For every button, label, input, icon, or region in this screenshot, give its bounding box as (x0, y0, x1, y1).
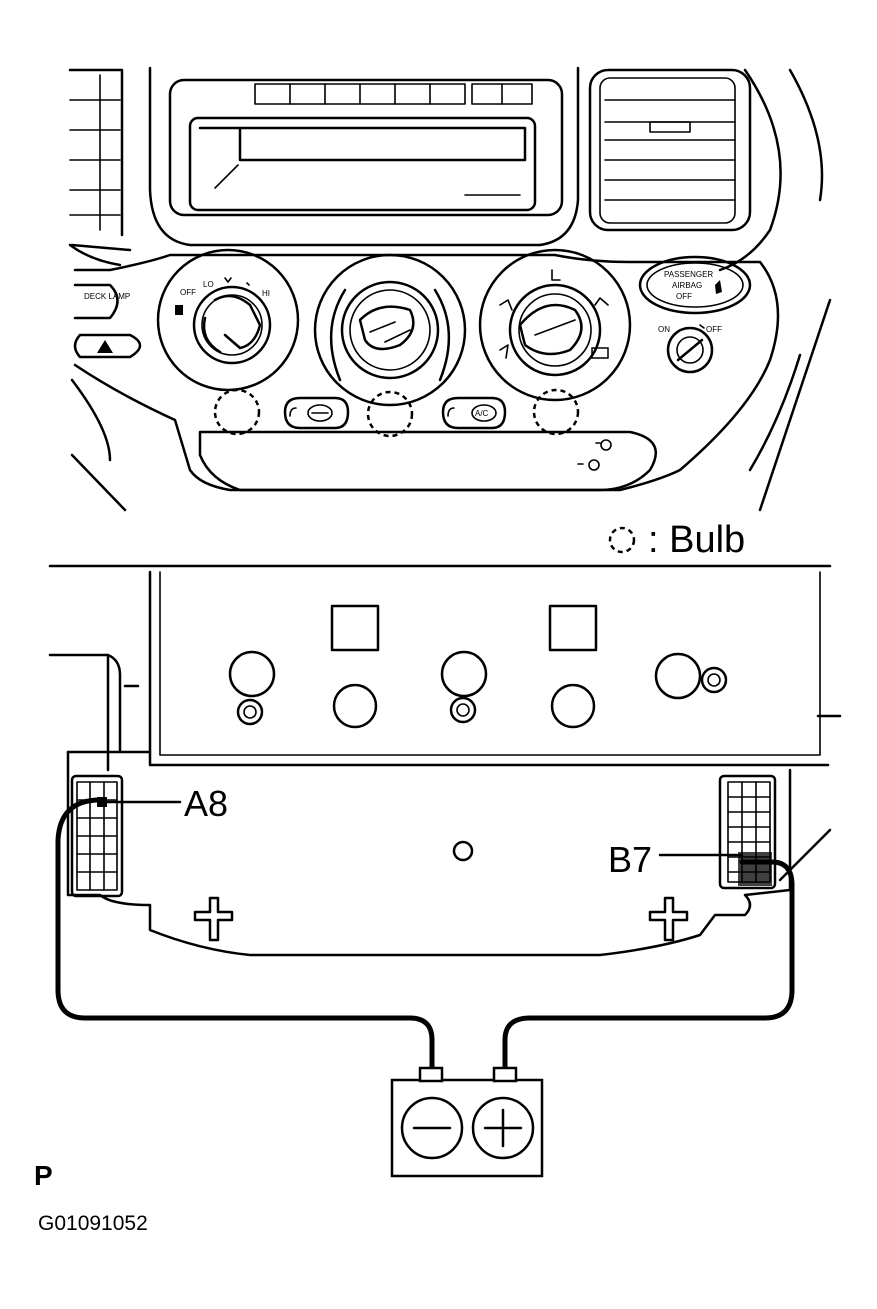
panel-hole-3 (440, 650, 488, 698)
hazard-button[interactable] (73, 333, 142, 359)
storage-tray (198, 430, 657, 492)
plus-icon (471, 1096, 535, 1160)
panel-hole-2 (332, 683, 378, 729)
hazard-triangle-icon (97, 340, 113, 353)
audio-unit (148, 66, 580, 247)
right-air-vent (588, 68, 752, 232)
connector-b7 (718, 774, 777, 890)
battery-positive-terminal (492, 1066, 518, 1083)
preset-buttons (254, 83, 533, 105)
board-hole (452, 840, 474, 862)
minus-icon (400, 1096, 464, 1160)
bulb-location-2 (366, 390, 414, 438)
deck-lamp-label: DECK LAMP (84, 292, 130, 301)
airbag-line1: PASSENGER (664, 270, 713, 279)
panel-square-cutout-2 (548, 604, 598, 652)
dashboard-view: DECK LAMP OFF LO HI (68, 66, 832, 512)
fan-speed-knob[interactable]: OFF LO HI (156, 248, 300, 392)
fan-off-marker-icon (175, 305, 183, 315)
recirculation-button[interactable] (283, 396, 350, 430)
connector-a8 (70, 774, 124, 898)
panel-hole-1 (228, 650, 276, 698)
ac-button[interactable]: A/C (441, 396, 507, 430)
bulb-location-3 (532, 388, 580, 436)
panel-screw-3 (700, 666, 728, 694)
temperature-knob[interactable] (313, 253, 467, 407)
defrost-icon (591, 347, 609, 359)
bulb-legend: : Bulb (608, 519, 745, 561)
passenger-airbag-off-indicator: PASSENGER AIRBAG OFF (638, 255, 752, 315)
mode-knob[interactable] (478, 248, 632, 402)
battery (390, 1066, 544, 1178)
figure-id: G01091052 (38, 1212, 148, 1235)
deck-lamp-button[interactable]: DECK LAMP (73, 283, 130, 320)
switch-off-label: OFF (706, 325, 722, 334)
rear-panel-view: A8 B7 (48, 564, 842, 1073)
fan-hi-label: HI (262, 289, 270, 298)
bulb-legend-text: : Bulb (648, 519, 745, 561)
battery-negative-terminal (418, 1066, 444, 1083)
fan-lo-label: LO (203, 280, 214, 289)
diagram-code: P (34, 1160, 53, 1191)
panel-hole-4 (550, 683, 596, 729)
left-air-vent (68, 68, 132, 252)
test-lead-positive (502, 859, 795, 1073)
ac-label: A/C (475, 409, 489, 418)
mounting-clip-right (648, 896, 689, 942)
airbag-line2: AIRBAG (672, 281, 702, 290)
bulb-legend-dashed-circle (608, 526, 636, 554)
airbag-line3: OFF (676, 292, 692, 301)
panel-screw-2 (449, 696, 477, 724)
bulb-location-1 (213, 388, 261, 436)
test-lead-negative (55, 797, 435, 1073)
panel-hole-5 (654, 652, 702, 700)
seated-person-icon (715, 280, 722, 294)
mounting-clip-left (193, 896, 234, 942)
fan-off-label: OFF (180, 288, 196, 297)
panel-square-cutout-1 (330, 604, 380, 652)
switch-on-label: ON (658, 325, 670, 334)
callout-a8-label: A8 (184, 783, 228, 824)
panel-screw-1 (236, 698, 264, 726)
callout-b7-label: B7 (608, 839, 652, 880)
airbag-key-switch[interactable]: ON OFF (658, 324, 722, 374)
